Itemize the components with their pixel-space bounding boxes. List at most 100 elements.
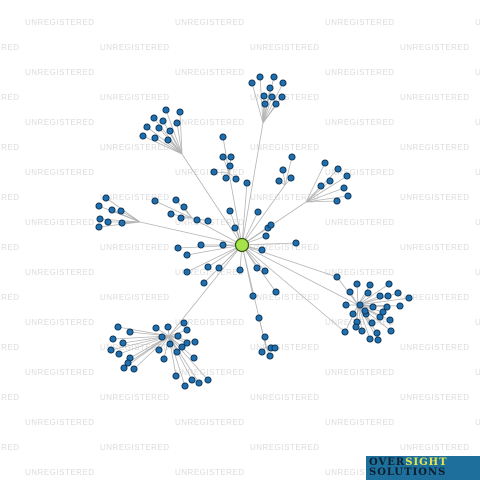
person-node[interactable] <box>180 203 188 211</box>
entity-node[interactable] <box>249 292 257 300</box>
person-node[interactable] <box>387 327 395 335</box>
person-node[interactable] <box>405 294 413 302</box>
person-node[interactable] <box>268 93 276 101</box>
entity-node[interactable] <box>219 241 227 249</box>
person-node[interactable] <box>114 323 122 331</box>
person-node[interactable] <box>195 379 203 387</box>
person-node[interactable] <box>361 307 369 315</box>
person-node[interactable] <box>317 182 325 190</box>
person-node[interactable] <box>368 319 376 327</box>
person-node[interactable] <box>104 218 112 226</box>
person-node[interactable] <box>333 273 341 281</box>
person-node[interactable] <box>167 210 175 218</box>
person-node[interactable] <box>181 382 189 390</box>
entity-node[interactable] <box>236 266 244 274</box>
person-node[interactable] <box>174 332 182 340</box>
person-node[interactable] <box>183 326 191 334</box>
person-node[interactable] <box>261 333 269 341</box>
person-node[interactable] <box>266 84 274 92</box>
person-node[interactable] <box>173 119 181 127</box>
person-node[interactable] <box>260 92 268 100</box>
person-node[interactable] <box>343 172 351 180</box>
entity-node[interactable] <box>254 208 262 216</box>
person-node[interactable] <box>394 289 402 297</box>
person-node[interactable] <box>178 343 186 351</box>
entity-node[interactable] <box>204 263 212 271</box>
person-node[interactable] <box>346 288 354 296</box>
person-node[interactable] <box>96 215 104 223</box>
person-node[interactable] <box>366 281 374 289</box>
entity-node[interactable] <box>253 264 261 272</box>
entity-node[interactable] <box>183 268 191 276</box>
person-node[interactable] <box>143 123 151 131</box>
person-node[interactable] <box>275 177 283 185</box>
person-node[interactable] <box>151 134 159 142</box>
person-node[interactable] <box>119 339 127 347</box>
entity-node[interactable] <box>262 232 270 240</box>
person-node[interactable] <box>130 365 138 373</box>
person-node[interactable] <box>333 197 341 205</box>
person-node[interactable] <box>109 335 117 343</box>
entity-node[interactable] <box>231 224 239 232</box>
person-node[interactable] <box>334 165 342 173</box>
person-node[interactable] <box>349 310 357 318</box>
person-node[interactable] <box>118 219 126 227</box>
person-node[interactable] <box>256 73 264 81</box>
person-node[interactable] <box>204 217 212 225</box>
person-node[interactable] <box>288 153 296 161</box>
entity-node[interactable] <box>272 288 280 296</box>
person-node[interactable] <box>172 372 180 380</box>
person-node[interactable] <box>210 168 218 176</box>
person-node[interactable] <box>344 192 352 200</box>
person-node[interactable] <box>356 301 364 309</box>
person-node[interactable] <box>366 335 374 343</box>
person-node[interactable] <box>379 308 387 316</box>
person-node[interactable] <box>102 194 110 202</box>
person-node[interactable] <box>150 114 158 122</box>
person-node[interactable] <box>166 127 174 135</box>
person-node[interactable] <box>173 348 181 356</box>
person-node[interactable] <box>222 174 230 182</box>
person-node[interactable] <box>139 132 147 140</box>
person-node[interactable] <box>155 124 163 132</box>
person-node[interactable] <box>352 323 360 331</box>
person-node[interactable] <box>164 323 172 331</box>
person-node[interactable] <box>374 336 382 344</box>
person-node[interactable] <box>95 223 103 231</box>
person-node[interactable] <box>353 280 361 288</box>
person-node[interactable] <box>183 339 191 347</box>
central-entity-node[interactable] <box>234 237 250 253</box>
person-node[interactable] <box>261 100 269 108</box>
person-node[interactable] <box>383 303 391 311</box>
person-node[interactable] <box>227 153 235 161</box>
person-node[interactable] <box>107 346 115 354</box>
entity-node[interactable] <box>174 244 182 252</box>
person-node[interactable] <box>108 206 116 214</box>
person-node[interactable] <box>191 338 199 346</box>
person-node[interactable] <box>152 324 160 332</box>
person-node[interactable] <box>396 302 404 310</box>
person-node[interactable] <box>158 333 166 341</box>
entity-node[interactable] <box>200 279 208 287</box>
person-node[interactable] <box>321 159 329 167</box>
entity-node[interactable] <box>267 221 275 229</box>
person-node[interactable] <box>326 177 334 185</box>
person-node[interactable] <box>172 196 180 204</box>
person-node[interactable] <box>177 214 185 222</box>
entity-node[interactable] <box>243 179 251 187</box>
entity-node[interactable] <box>226 207 234 215</box>
entity-node[interactable] <box>215 264 223 272</box>
person-node[interactable] <box>385 280 393 288</box>
person-node[interactable] <box>164 136 172 144</box>
entity-node[interactable] <box>261 267 269 275</box>
person-node[interactable] <box>258 348 266 356</box>
person-node[interactable] <box>219 153 227 161</box>
person-node[interactable] <box>226 162 234 170</box>
person-node[interactable] <box>180 319 188 327</box>
person-node[interactable] <box>271 344 279 352</box>
person-node[interactable] <box>95 202 103 210</box>
entity-node[interactable] <box>197 241 205 249</box>
person-node[interactable] <box>188 376 196 384</box>
person-node[interactable] <box>373 329 381 337</box>
